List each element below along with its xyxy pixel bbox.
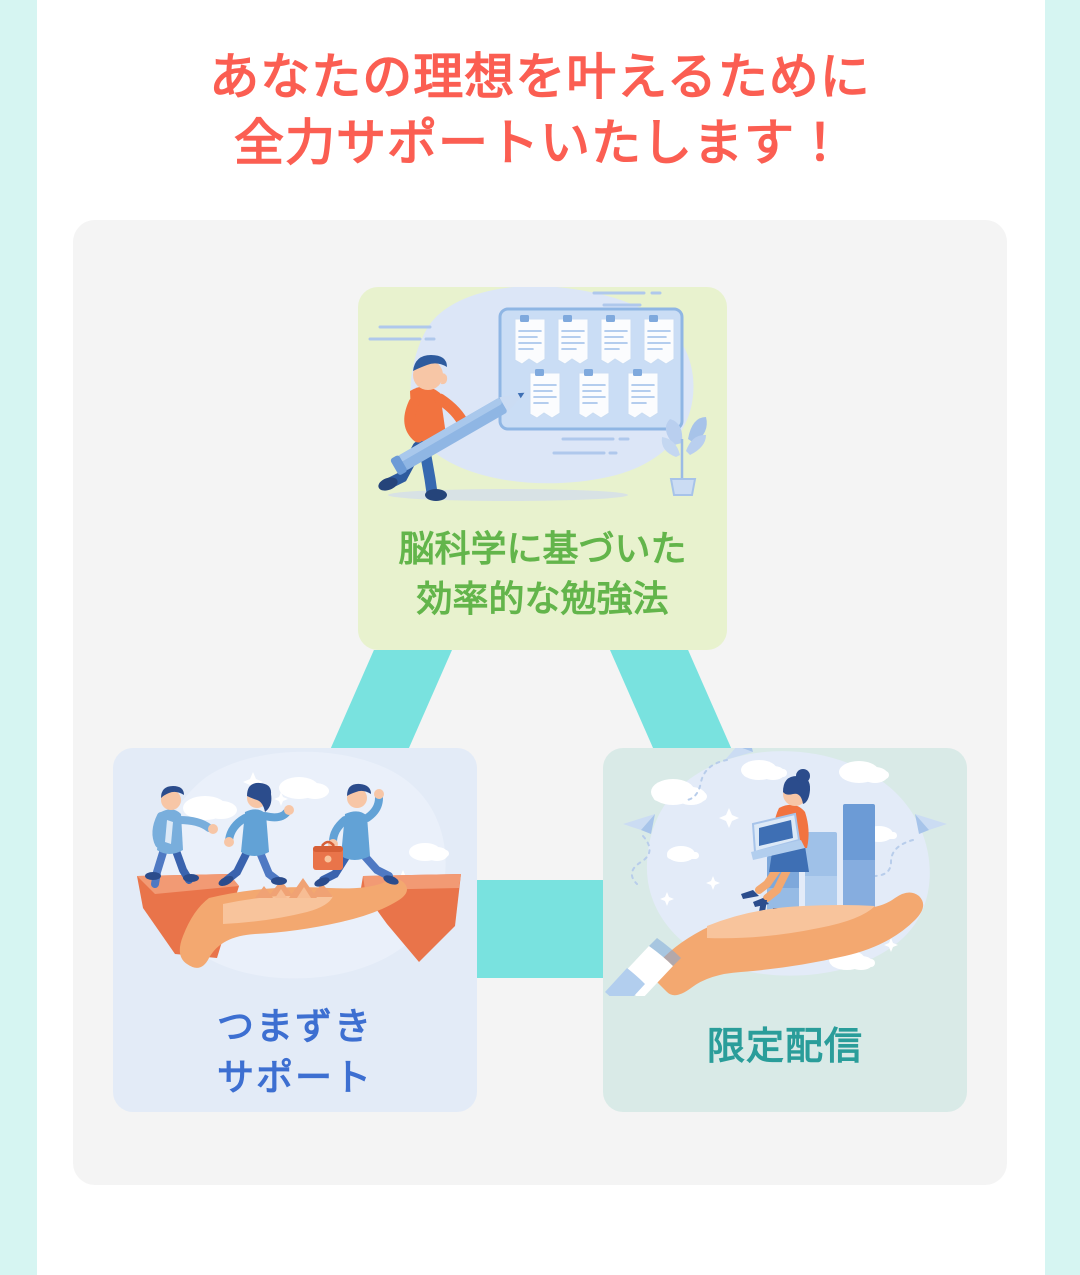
page-headline: あなたの理想を叶えるために 全力サポートいたします！	[209, 49, 871, 171]
feature-card-study-method[interactable]: 脳科学に基づいた 効率的な勉強法	[358, 287, 727, 650]
connector-bottom-left-to-bottom-right	[475, 880, 605, 978]
feature-card-stumble-support[interactable]: つまずき サポート	[113, 748, 477, 1112]
feature-card-stumble-support-label: つまずき サポート	[217, 1006, 373, 1099]
left-edge-stripe	[0, 0, 37, 1275]
feature-card-limited-delivery-label: 限定配信	[706, 1026, 863, 1068]
study-method-illustration	[358, 287, 727, 519]
right-edge-stripe	[1045, 0, 1080, 1275]
feature-card-study-method-label: 脳科学に基づいた 効率的な勉強法	[398, 528, 687, 619]
stumble-support-illustration	[113, 748, 477, 988]
limited-delivery-illustration	[603, 748, 967, 996]
feature-card-limited-delivery[interactable]: 限定配信	[603, 748, 967, 1112]
